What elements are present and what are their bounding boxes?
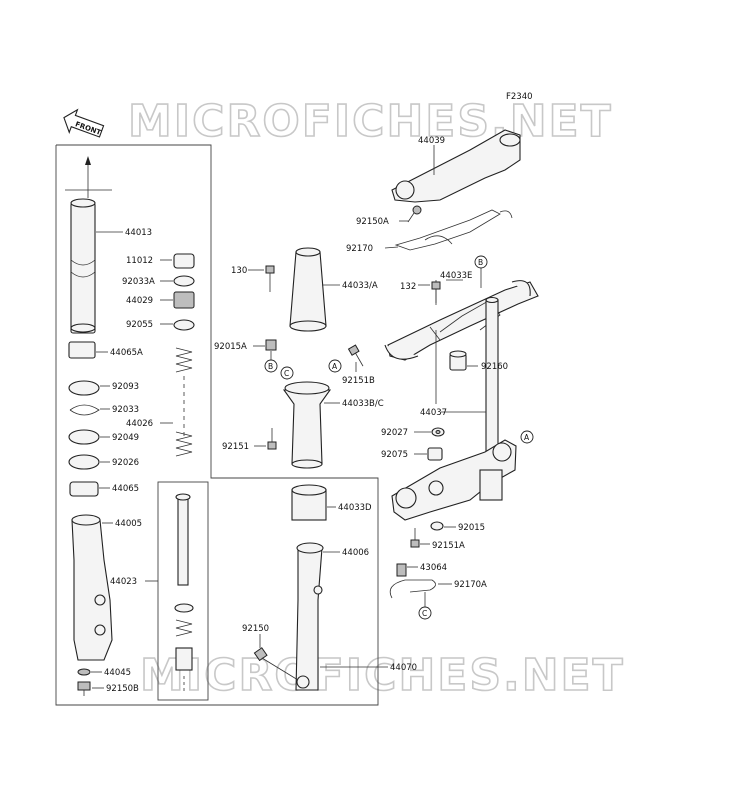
label-92027: 92027: [381, 428, 408, 438]
svg-text:C: C: [284, 369, 289, 378]
bushing-92075: [427, 447, 443, 461]
spacer-44033D: [291, 484, 327, 521]
label-92160: 92160: [481, 362, 508, 372]
figure-code: F2340: [506, 92, 533, 102]
lower-cover-bracket: [384, 280, 539, 361]
bolt-92150: [253, 647, 299, 681]
cap-11012: [173, 253, 195, 269]
bolt-92151B: [347, 344, 364, 367]
front-arrow-icon: FRONT: [63, 108, 105, 138]
label-44006: 44006: [342, 548, 369, 558]
grommet-92015A: [265, 339, 277, 351]
clip-92033: [69, 404, 100, 416]
bolt-132: [431, 281, 441, 303]
label-44045: 44045: [104, 668, 131, 678]
label-11012: 11012: [126, 256, 153, 266]
label-92151: 92151: [222, 442, 249, 452]
label-92151B: 92151B: [342, 376, 375, 386]
label-130: 130: [231, 266, 247, 276]
seal-92093: [68, 380, 100, 396]
label-44029: 44029: [126, 296, 153, 306]
upper-bracket: [391, 129, 521, 203]
washer-92026: [68, 454, 100, 470]
fork-cover-upper: [289, 247, 327, 332]
label-92033: 92033: [112, 405, 139, 415]
bolt-92150B: [77, 681, 91, 696]
label-44037: 44037: [420, 408, 447, 418]
seal-92049: [68, 429, 100, 445]
svg-text:C: C: [422, 609, 427, 618]
lower-triple-clamp: [391, 439, 517, 521]
bolt-92151: [267, 428, 277, 450]
washer-44045: [77, 668, 91, 676]
label-44005: 44005: [115, 519, 142, 529]
nut-44029: [173, 291, 195, 309]
label-44039: 44039: [418, 136, 445, 146]
label-44070: 44070: [390, 663, 417, 673]
damper-rod-box: [157, 481, 209, 701]
label-92055: 92055: [126, 320, 153, 330]
label-44033BC: 44033B/C: [342, 399, 384, 409]
label-44065: 44065: [112, 484, 139, 494]
label-132: 132: [400, 282, 416, 292]
label-92015: 92015: [458, 523, 485, 533]
label-44033E: 44033E: [440, 271, 472, 281]
bolt-130: [265, 265, 275, 292]
label-92075: 92075: [381, 450, 408, 460]
label-92151A: 92151A: [432, 541, 465, 551]
outer-tube-right: [295, 542, 324, 691]
label-44026: 44026: [126, 419, 153, 429]
clip-43064: [396, 563, 407, 577]
bolt-92150A: [407, 205, 422, 223]
damper-rod: [174, 493, 194, 694]
label-44065A: 44065A: [110, 348, 143, 358]
damper-92160: [449, 350, 467, 371]
fork-assembly-box: [55, 144, 379, 706]
label-44013: 44013: [125, 228, 152, 238]
svg-text:B: B: [478, 258, 483, 267]
bolt-92151A: [410, 528, 420, 548]
label-92033A: 92033A: [122, 277, 155, 287]
inner-tube: [70, 198, 96, 334]
label-92150: 92150: [242, 624, 269, 634]
fork-spring: [175, 347, 193, 457]
label-92170A: 92170A: [454, 580, 487, 590]
label-92049: 92049: [112, 433, 139, 443]
oring-92055: [173, 319, 195, 331]
bushing-44065A: [68, 341, 96, 359]
watermark-bottom: MICROFICHES.NET: [140, 650, 625, 701]
clamp-92170: [394, 209, 513, 251]
label-44023: 44023: [110, 577, 137, 587]
label-92093: 92093: [112, 382, 139, 392]
label-44033D: 44033D: [338, 503, 372, 513]
label-92170: 92170: [346, 244, 373, 254]
label-92026: 92026: [112, 458, 139, 468]
watermark-top: MICROFICHES.NET: [128, 96, 613, 147]
label-92015A: 92015A: [214, 342, 247, 352]
grommet-92015: [430, 521, 444, 531]
svg-text:A: A: [332, 362, 338, 371]
outer-tube-left: [71, 514, 113, 661]
oring-92033A: [173, 275, 195, 287]
svg-text:B: B: [268, 362, 273, 371]
svg-text:A: A: [524, 433, 530, 442]
label-44033A: 44033/A: [342, 281, 378, 291]
label-92150B: 92150B: [106, 684, 139, 694]
washer-92027: [431, 427, 445, 437]
bushing-44065: [69, 481, 99, 497]
clamp-92170A: [389, 579, 436, 599]
fork-cover-lower: [282, 381, 332, 469]
label-92150A: 92150A: [356, 217, 389, 227]
label-43064: 43064: [420, 563, 447, 573]
